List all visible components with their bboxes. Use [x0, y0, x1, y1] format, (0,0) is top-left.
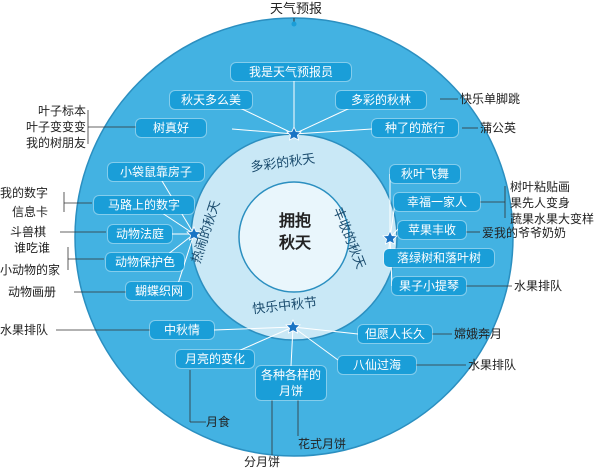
extension-label: 花式月饼: [298, 437, 347, 451]
activity-box: 树真好: [136, 119, 206, 137]
extension-label: 果先人变身: [510, 196, 571, 210]
activity-box: 秋天多么美: [170, 91, 252, 109]
activity-box: 秋叶飞舞: [390, 165, 460, 183]
hub-stars: [186, 126, 398, 334]
extension-label: 月食: [206, 415, 231, 429]
activity-box: 八仙过海: [338, 356, 416, 374]
extension-label: 斗兽棋: [10, 225, 47, 239]
activity-box: 我是天气预报员: [231, 63, 351, 81]
extension-label: 分月饼: [244, 455, 281, 469]
top-connectors: [231, 80, 373, 135]
extension-label: 树叶粘贴画: [510, 180, 571, 194]
extension-label: 叶子变变变: [25, 120, 86, 134]
activity-box: 各种各样的月饼: [256, 366, 326, 400]
activity-box: 落绿树和落叶树: [384, 249, 494, 267]
extension-label: 蔬果水果大变样: [510, 212, 595, 226]
star-icon-right: [382, 230, 398, 245]
activity-box: 马路上的数字: [94, 196, 194, 214]
extension-label: 我的树朋友: [25, 136, 86, 150]
external-leaders: [56, 98, 512, 455]
extension-label: 我的数字: [0, 186, 49, 200]
extension-label: 信息卡: [12, 205, 49, 219]
extension-label: 水果排队: [468, 358, 517, 372]
activity-box: 果子小提琴: [392, 277, 466, 295]
extension-label: 谁吃谁: [14, 241, 51, 255]
activity-box: 月亮的变化: [176, 350, 254, 368]
extension-label: 水果排队: [0, 323, 49, 337]
activity-box: 中秋情: [150, 321, 214, 339]
extension-label: 叶子标本: [37, 104, 86, 118]
activity-box: 动物保护色: [106, 253, 184, 271]
title-pin-dot: [291, 21, 297, 27]
extension-label: 水果排队: [514, 279, 563, 293]
center-line-2: 秋天: [278, 233, 311, 252]
extension-label: 小动物的家: [0, 263, 61, 277]
activity-box: 小袋鼠靠房子: [108, 163, 204, 181]
extension-label: 爱我的爷爷奶奶: [482, 226, 567, 240]
activity-box: 动物法庭: [108, 225, 172, 243]
extension-label: 快乐单脚跳: [460, 92, 521, 106]
activity-box: 幸福一家人: [394, 193, 480, 211]
star-icon-left: [186, 226, 202, 241]
inner-ring: [238, 181, 350, 293]
bottom-connectors: [213, 326, 359, 367]
center-topic: 拥抱 秋天: [267, 210, 323, 254]
center-line-1: 拥抱: [278, 211, 311, 230]
extension-label: 蒲公英: [480, 121, 517, 135]
activity-box: 苹果丰收: [398, 221, 466, 239]
activity-box: 但愿人长久: [358, 325, 432, 343]
diagram-title: 天气预报: [270, 2, 323, 17]
activity-box: 种了的旅行: [372, 119, 458, 137]
extension-label: 动物画册: [8, 285, 57, 299]
star-icon-top: [286, 126, 302, 141]
activity-box: 多彩的秋林: [336, 91, 426, 109]
extension-label: 嫦娥奔月: [454, 327, 503, 341]
activity-box: 蝴蝶织网: [126, 282, 192, 300]
star-icon-bottom: [285, 319, 301, 334]
